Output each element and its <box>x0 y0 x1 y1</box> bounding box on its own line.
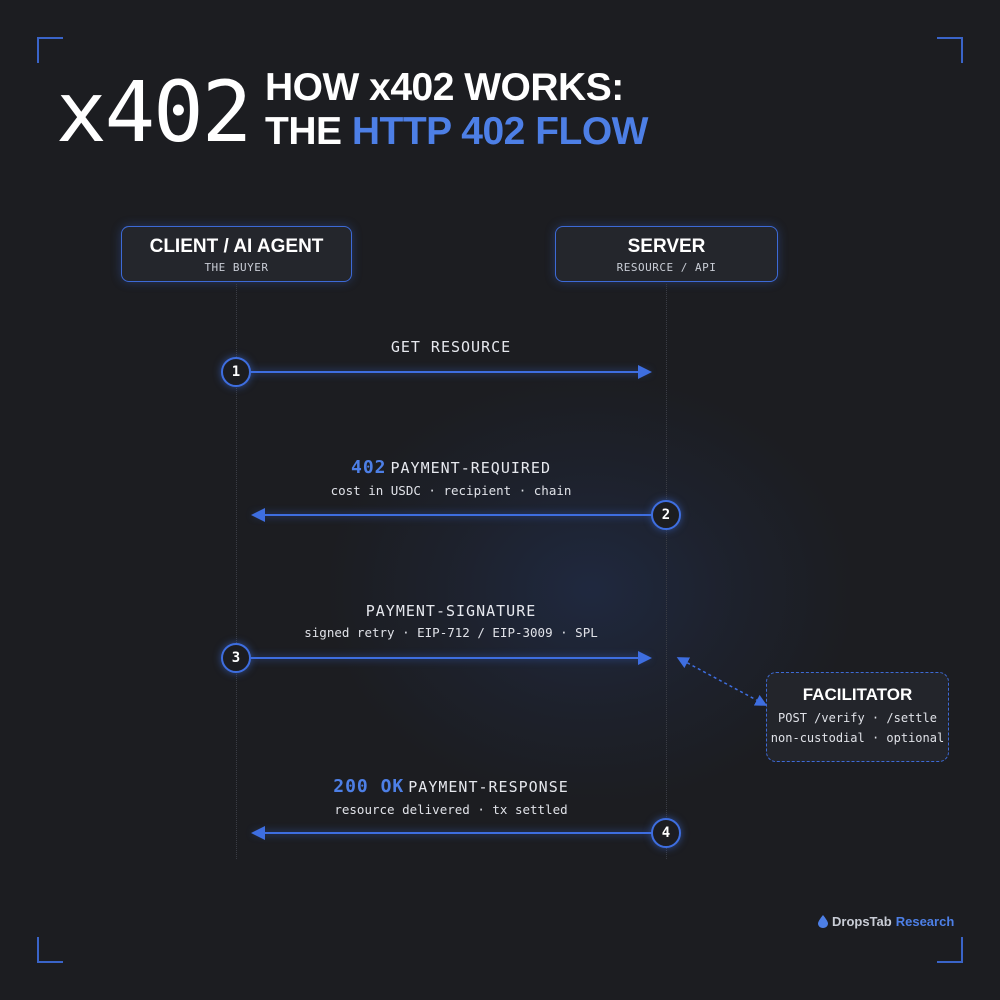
step-1-message: GET RESOURCE <box>236 338 666 356</box>
step-4-badge: 4 <box>651 818 681 848</box>
step-2-arrow <box>251 508 652 522</box>
server-actor-box: SERVER RESOURCE / API <box>555 226 778 282</box>
facilitator-name: FACILITATOR <box>802 685 913 704</box>
step-1-label: GET RESOURCE <box>390 338 512 356</box>
step-1-arrow <box>251 365 652 379</box>
client-actor-box: CLIENT / AI AGENT THE BUYER <box>121 226 352 282</box>
step-2-detail: cost in USDC · recipient · chain <box>330 483 572 498</box>
step-4-label: PAYMENT-RESPONSE <box>408 778 569 796</box>
facilitator-box: FACILITATOR POST /verify · /settle non-c… <box>766 672 949 762</box>
title-line-2-accent: HTTP 402 FLOW <box>351 110 649 153</box>
client-lifeline <box>236 284 237 859</box>
server-role: RESOURCE / API <box>616 261 717 274</box>
corner-bracket-bottom-left <box>37 937 63 963</box>
client-name: CLIENT / AI AGENT <box>149 236 324 257</box>
step-2-badge: 2 <box>651 500 681 530</box>
brand-name: DropsTab <box>832 914 892 929</box>
step-3-arrow <box>251 651 652 665</box>
drop-icon <box>818 915 828 928</box>
client-role: THE BUYER <box>204 261 269 274</box>
brand-footer: DropsTab Research <box>818 914 954 929</box>
page-title: HOW x402 WORKS: THE HTTP 402 FLOW <box>265 66 649 154</box>
step-2-label: PAYMENT-REQUIRED <box>390 459 551 477</box>
title-line-2-prefix: THE <box>265 110 342 153</box>
x402-logo: x402 <box>56 63 252 161</box>
step-3-message: PAYMENT-SIGNATURE signed retry · EIP-712… <box>236 602 666 640</box>
step-3-label: PAYMENT-SIGNATURE <box>365 602 537 620</box>
facilitator-endpoints: POST /verify · /settle <box>778 711 937 725</box>
step-3-badge: 3 <box>221 643 251 673</box>
step-2-code: 402 <box>350 457 387 478</box>
server-name: SERVER <box>627 236 706 257</box>
step-4-detail: resource delivered · tx settled <box>334 802 568 817</box>
title-line-1: HOW x402 WORKS: <box>265 66 624 109</box>
corner-bracket-top-right <box>937 37 963 63</box>
step-3-detail: signed retry · EIP-712 / EIP-3009 · SPL <box>304 625 598 640</box>
corner-bracket-bottom-right <box>937 937 963 963</box>
server-lifeline <box>666 284 667 859</box>
step-4-code: 200 OK <box>333 776 405 797</box>
brand-suffix: Research <box>895 914 955 929</box>
step-1-badge: 1 <box>221 357 251 387</box>
step-4-arrow <box>251 826 652 840</box>
title-line-2: THE HTTP 402 FLOW <box>265 110 649 154</box>
facilitator-properties: non-custodial · optional <box>770 731 945 745</box>
corner-bracket-top-left <box>37 37 63 63</box>
